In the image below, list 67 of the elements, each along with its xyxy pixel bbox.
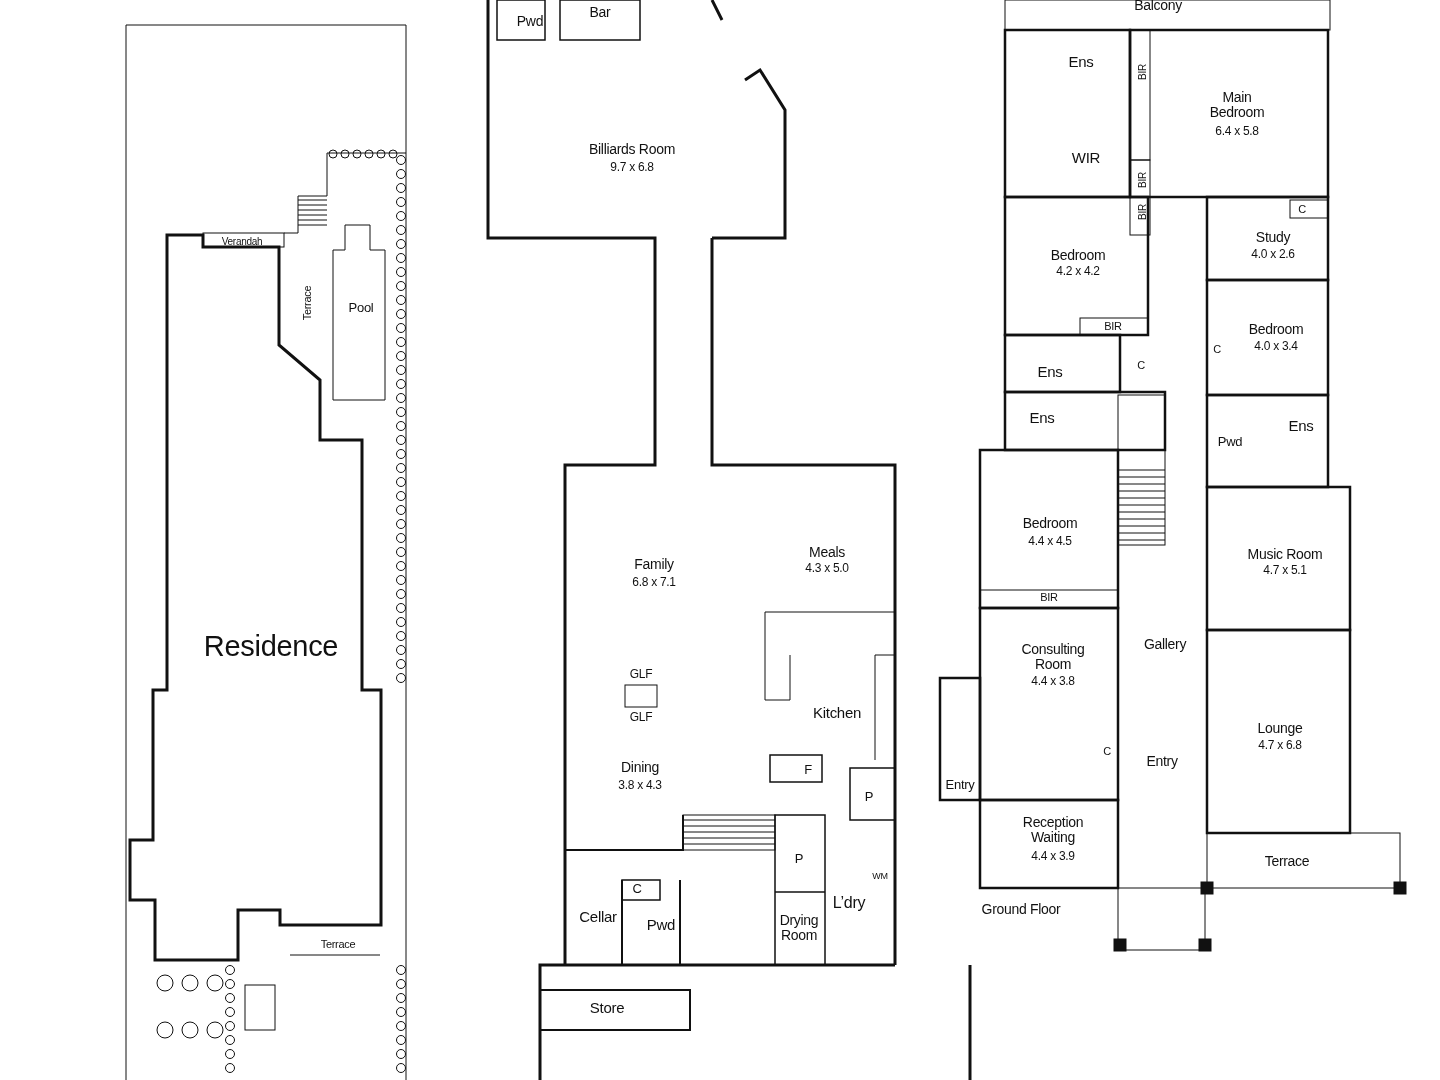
room-label: Pwd [516,14,544,30]
room-label: GLF [629,711,653,725]
room-dimensions: 6.4 x 5.8 [1215,125,1259,139]
room-label: Terrace [300,285,314,321]
room-label: Ens [1288,417,1314,435]
room-dimensions: 4.2 x 4.2 [1056,265,1100,279]
room-dimensions: 4.4 x 3.8 [1031,675,1075,689]
room-label: C [1137,358,1145,372]
room-label: Reception Waiting [1021,814,1085,846]
building-label: Residence [203,631,339,663]
room-label: C [1298,202,1306,216]
room-dimensions: 6.8 x 7.1 [632,576,676,590]
room-label: C [1213,342,1221,356]
room-label: Ens [1037,363,1063,381]
room-label: Study [1255,230,1291,246]
room-label: Billiards Room [588,142,676,158]
room-label: Terrace [320,937,356,951]
room-label: Kitchen [813,704,861,722]
room-label: GLF [629,668,653,682]
room-label: Drying Room [778,912,820,944]
room-label: F [804,762,812,778]
room-label: Dining [621,760,659,776]
room-label: Ens [1029,409,1055,427]
room-label: C [1103,744,1111,758]
room-label: BIR [1136,204,1148,220]
room-label: Bedroom [1022,516,1078,532]
room-label: Store [589,999,625,1017]
room-label: Balcony [1134,0,1182,14]
room-label: WM [872,872,888,882]
room-label: Bar [589,5,611,21]
room-label: Cellar [579,908,617,926]
room-dimensions: 4.4 x 4.5 [1028,535,1072,549]
room-label: WIR [1071,149,1101,167]
room-label: Lounge [1257,721,1303,737]
room-label: BIR [1136,64,1148,80]
room-label: Terrace [1264,854,1310,870]
room-label: Bedroom [1248,322,1304,338]
room-dimensions: 4.0 x 2.6 [1251,248,1295,262]
room-label: Music Room [1247,547,1323,563]
room-label: Consulting Room [1020,641,1086,673]
room-label: Entry [1146,754,1178,770]
room-label: Main Bedroom [1208,89,1266,121]
room-label: Ens [1068,53,1094,71]
room-label: C [632,881,642,897]
room-label: Meals [809,545,845,561]
floor-title: Ground Floor [981,902,1061,918]
room-dimensions: 4.0 x 3.4 [1254,340,1298,354]
room-label: Family [634,557,674,573]
room-label: P [794,851,804,867]
room-dimensions: 4.4 x 3.9 [1031,850,1075,864]
room-label: L’dry [832,894,866,912]
room-label: Verandah [221,235,263,247]
room-label: Gallery [1143,637,1187,653]
room-label: P [864,789,874,805]
room-dimensions: 4.3 x 5.0 [805,562,849,576]
room-label: Pwd [646,916,676,934]
room-dimensions: 3.8 x 4.3 [618,779,662,793]
room-dimensions: 4.7 x 6.8 [1258,739,1302,753]
room-label: Pwd [1217,434,1243,450]
room-label: BIR [1040,590,1058,604]
room-label: Entry [945,777,975,793]
room-label: Pool [348,300,374,316]
room-label: BIR [1136,172,1148,188]
room-label: BIR [1104,319,1122,333]
room-label: Bedroom [1050,248,1106,264]
room-dimensions: 9.7 x 6.8 [610,161,654,175]
room-dimensions: 4.7 x 5.1 [1263,564,1307,578]
